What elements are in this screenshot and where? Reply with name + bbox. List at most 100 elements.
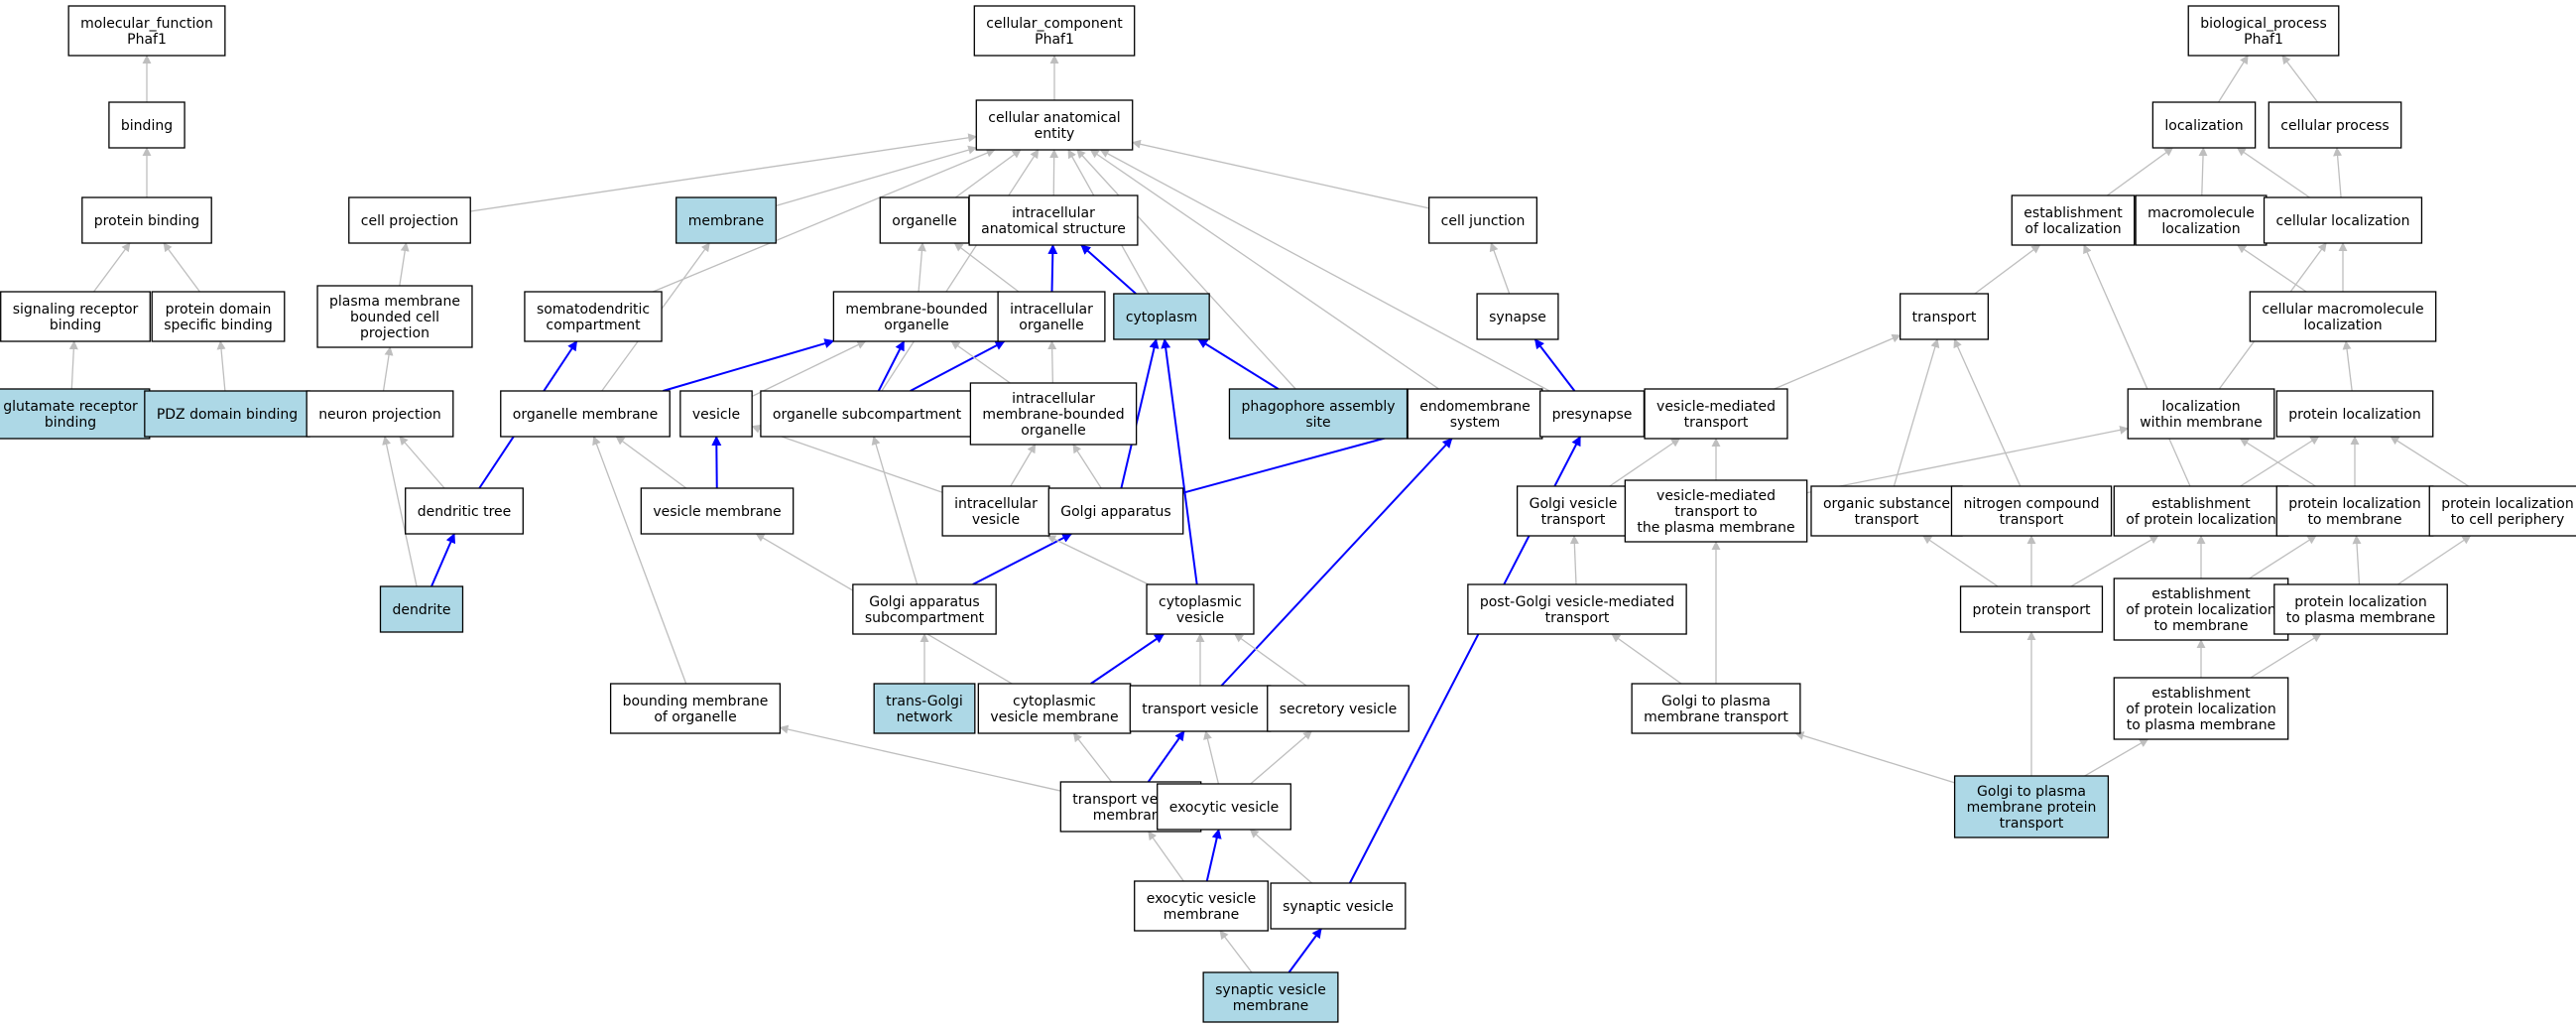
node-label-line: membrane bbox=[1164, 907, 1240, 923]
node-box bbox=[873, 683, 976, 734]
edge-presyn-to-synapse bbox=[1533, 338, 1576, 392]
edge-dendrite-to-dendtree bbox=[430, 533, 456, 587]
node-cellproj: cell projection bbox=[348, 196, 471, 244]
node-box bbox=[997, 291, 1106, 342]
node-label-line: cellular process bbox=[2280, 118, 2389, 134]
node-label-line: synapse bbox=[1489, 310, 1546, 325]
node-box bbox=[2127, 388, 2275, 440]
node-box bbox=[1467, 583, 1687, 635]
edge-exoves-to-secves bbox=[1250, 730, 1312, 785]
node-label-line: establishment bbox=[2151, 686, 2251, 702]
edge-orgsub-to-intorg bbox=[910, 340, 1006, 392]
node-neuproj: neuron projection bbox=[306, 390, 454, 438]
node-label-line: binding bbox=[50, 318, 101, 333]
node-box bbox=[1407, 388, 1543, 440]
node-label-line: nitrogen compound bbox=[1963, 496, 2099, 512]
node-box bbox=[1047, 487, 1184, 535]
node-label-line: cellular anatomical bbox=[988, 110, 1120, 126]
node-box bbox=[609, 683, 782, 734]
node-presyn: presynapse bbox=[1538, 390, 1646, 438]
node-box bbox=[1950, 485, 2113, 537]
edge-tvm-to-transves bbox=[1147, 730, 1185, 783]
edge-vesmem-to-orgmem bbox=[615, 436, 687, 489]
node-label-line: entity bbox=[1035, 126, 1075, 142]
edge-imbo-to-intorg bbox=[1047, 340, 1057, 384]
node-label-line: specific binding bbox=[164, 318, 273, 333]
node-box bbox=[760, 390, 974, 438]
edge-organelle-to-cae bbox=[955, 149, 1022, 198]
node-label-line: plasma membrane bbox=[329, 294, 460, 310]
node-label-line: organelle bbox=[892, 213, 956, 229]
edge-pgvmt-to-gvt bbox=[1569, 535, 1579, 585]
edge-layer bbox=[68, 55, 2472, 973]
node-box bbox=[2249, 291, 2437, 342]
edge-synves-to-exoves bbox=[1249, 829, 1312, 884]
edge-vmtpm-to-locwm bbox=[1806, 425, 2130, 494]
node-label-line: vesicle bbox=[972, 512, 1020, 528]
node-label-line: cytoplasm bbox=[1126, 310, 1197, 325]
node-label-line: to plasma membrane bbox=[2127, 717, 2275, 733]
node-label-line: exocytic vesicle bbox=[1147, 891, 1257, 907]
node-box bbox=[2011, 194, 2136, 246]
node-label-line: membrane bbox=[1093, 808, 1169, 824]
edge-secves-to-cytves bbox=[1234, 633, 1307, 687]
edge-epl-to-estloc bbox=[2083, 244, 2191, 487]
edge-gvt-to-vmt bbox=[1609, 438, 1681, 487]
node-label-line: bounded cell bbox=[350, 310, 439, 325]
node-pdz: PDZ domain binding bbox=[144, 390, 310, 438]
node-label-line: localization bbox=[2164, 118, 2243, 134]
node-box bbox=[0, 388, 151, 440]
node-binding: binding bbox=[108, 101, 185, 149]
node-label-line: anatomical structure bbox=[981, 221, 1126, 237]
node-box bbox=[2113, 677, 2289, 740]
node-box bbox=[973, 5, 1136, 57]
edge-vmt-to-transport bbox=[1774, 333, 1901, 390]
node-label-line: transport bbox=[1912, 310, 1977, 325]
node-label-line: network bbox=[897, 709, 954, 725]
node-cellloc: cellular localization bbox=[2263, 196, 2423, 244]
node-label-line: the plasma membrane bbox=[1637, 520, 1794, 536]
edge-pltpm-to-pltm bbox=[2352, 535, 2362, 585]
node-box bbox=[108, 101, 185, 149]
edge-ost-to-transport bbox=[1893, 338, 1940, 487]
node-label-line: to cell periphery bbox=[2451, 512, 2565, 528]
node-box bbox=[405, 487, 524, 535]
node-label-line: endomembrane bbox=[1419, 399, 1531, 415]
node-box bbox=[1113, 293, 1210, 340]
node-label-line: vesicle-mediated bbox=[1656, 488, 1776, 504]
node-label-line: organelle subcompartment bbox=[773, 407, 962, 423]
node-label-line: somatodendritic bbox=[537, 302, 650, 318]
node-box bbox=[1146, 583, 1255, 635]
node-label-line: vesicle membrane bbox=[990, 709, 1118, 725]
edge-cellloc-to-cellproc bbox=[2333, 147, 2343, 198]
node-transport: transport bbox=[1899, 293, 1990, 340]
node-label-line: vesicle bbox=[1176, 610, 1224, 626]
node-box bbox=[968, 194, 1139, 246]
node-box bbox=[1157, 783, 1291, 831]
edge-cmloc-to-macloc bbox=[2237, 244, 2307, 293]
node-box bbox=[832, 291, 1001, 342]
edge-svm-to-evm bbox=[1219, 930, 1253, 973]
node-box bbox=[1267, 685, 1410, 732]
node-box bbox=[640, 487, 795, 535]
edge-orgmem-to-mbo bbox=[663, 338, 835, 392]
node-box bbox=[1202, 971, 1339, 1023]
